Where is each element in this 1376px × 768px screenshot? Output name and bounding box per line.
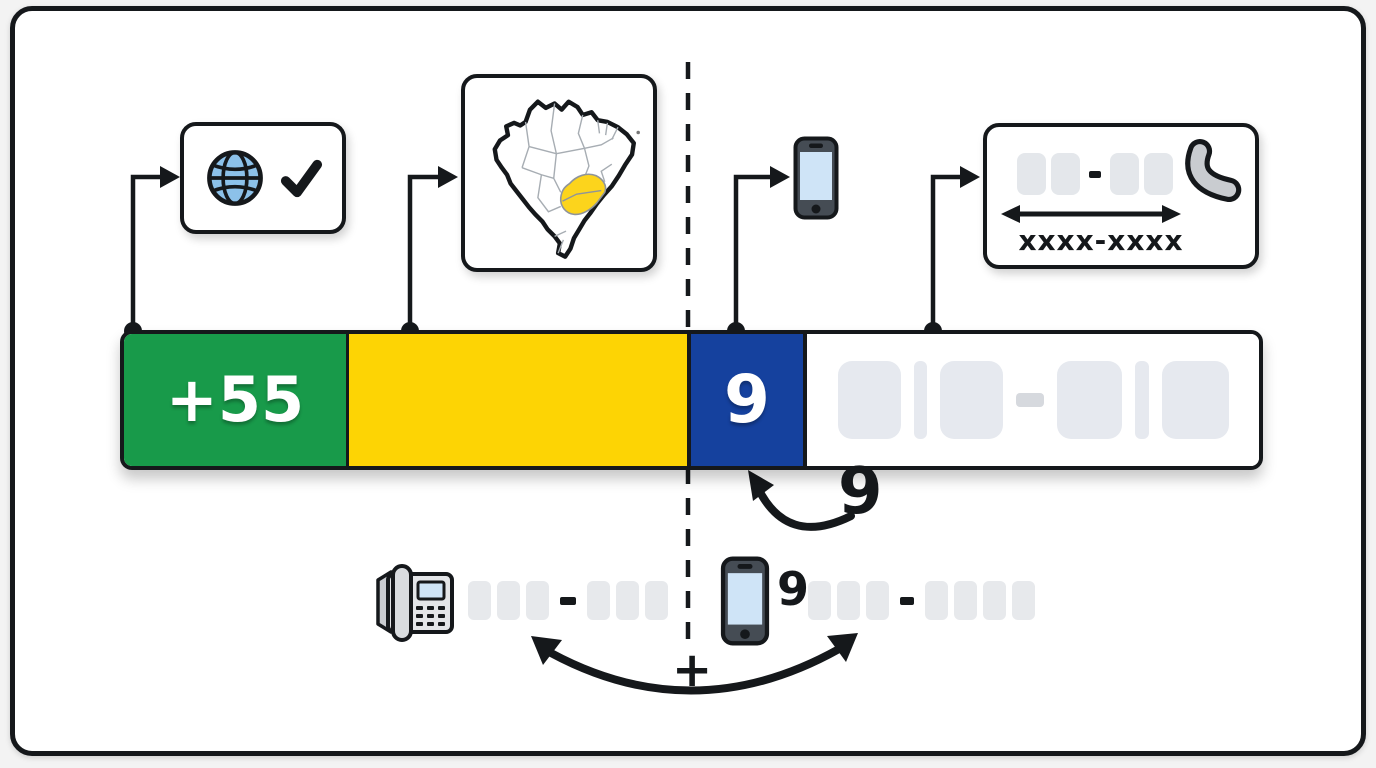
digit-placeholder <box>468 581 491 620</box>
digit-placeholder <box>925 581 948 620</box>
digit-placeholder <box>954 581 977 620</box>
digit-placeholder <box>1017 153 1046 195</box>
ninth-digit-annotation: 9 <box>838 455 883 529</box>
digit-placeholder <box>497 581 520 620</box>
landline-phone-icon <box>376 564 454 642</box>
digit-placeholder <box>808 581 831 620</box>
country-code-segment: +55 <box>124 334 349 466</box>
subscriber-digit-placeholders <box>1017 153 1173 195</box>
mobile-digit-placeholders <box>808 581 1035 620</box>
digit-placeholder <box>1056 361 1122 439</box>
smartphone-icon <box>793 136 839 220</box>
country-code-label: +55 <box>165 363 305 436</box>
country-code-callout <box>180 122 346 234</box>
dash-separator <box>900 596 914 605</box>
subscriber-format-label: xxxx-xxxx <box>1018 224 1184 257</box>
digit-placeholder <box>1051 153 1080 195</box>
dash-separator <box>1089 170 1101 178</box>
phone-number-bar: +55 9 <box>120 330 1263 470</box>
digit-placeholder <box>1110 153 1139 195</box>
digit-placeholder <box>1134 361 1149 439</box>
highlighted-state-region <box>559 173 607 216</box>
digit-placeholder <box>837 361 901 439</box>
mobile-prefix-digit: 9 <box>777 562 810 616</box>
digit-placeholder <box>1012 581 1035 620</box>
ninth-digit-segment: 9 <box>691 334 807 466</box>
digit-placeholder <box>616 581 639 620</box>
landline-digit-placeholders <box>468 581 668 620</box>
globe-icon <box>207 150 263 206</box>
ninth-digit-label: 9 <box>724 361 770 438</box>
digit-placeholder <box>526 581 549 620</box>
digit-placeholder <box>587 581 610 620</box>
smartphone-icon <box>720 556 770 646</box>
digit-placeholder <box>1144 153 1173 195</box>
digit-placeholder <box>913 361 927 439</box>
phone-handset-icon <box>1185 139 1242 203</box>
area-code-segment <box>349 334 691 466</box>
digit-placeholder <box>866 581 889 620</box>
subscriber-number-segment <box>807 334 1259 466</box>
subscriber-format-callout: xxxx-xxxx <box>983 123 1259 269</box>
area-code-callout <box>461 74 657 272</box>
length-double-arrow <box>1001 205 1181 223</box>
checkmark-icon <box>280 159 323 198</box>
digit-placeholder <box>939 361 1003 439</box>
digit-placeholder <box>983 581 1006 620</box>
brazil-map <box>492 99 640 259</box>
digit-placeholder <box>1161 361 1229 439</box>
dash-separator <box>560 596 576 605</box>
digit-placeholder <box>837 581 860 620</box>
digit-placeholder <box>645 581 668 620</box>
dash-separator <box>1015 393 1044 407</box>
plus-sign: + <box>672 642 713 698</box>
